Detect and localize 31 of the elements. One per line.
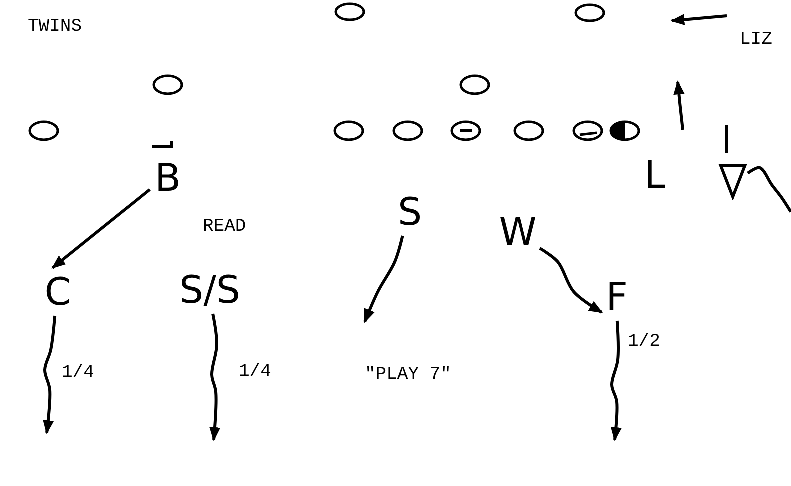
player-letter-text: F <box>606 278 628 316</box>
note-label: READ <box>203 218 246 238</box>
note-label: TWINS <box>28 18 82 38</box>
route-arrow <box>209 314 221 442</box>
offense-circle <box>333 120 365 142</box>
offense-circle <box>450 120 482 142</box>
route-arrow <box>364 236 404 324</box>
offense-circle <box>28 120 60 142</box>
offense-circle <box>459 74 491 96</box>
note-label: "PLAY 7" <box>365 366 452 386</box>
player-letter-text: L <box>644 156 666 194</box>
player-letter-text: W <box>499 213 537 251</box>
offense-circle <box>334 2 366 22</box>
route-arrow <box>539 247 604 314</box>
note-label: LIZ <box>740 31 772 51</box>
zone-depth-label: 1/4 <box>62 364 94 384</box>
offense-circle <box>609 120 641 142</box>
offense-circle <box>392 120 424 142</box>
route-arrow <box>610 320 622 442</box>
offense-circle <box>572 120 604 142</box>
player-letter-text: S/S <box>179 271 241 309</box>
offense-circle <box>574 3 606 23</box>
player-letter-text: S <box>398 193 422 231</box>
player-letter-text: C <box>44 273 72 311</box>
zone-depth-label: 1/4 <box>239 363 272 383</box>
offense-circle <box>152 74 184 96</box>
zone-depth-label: 1/2 <box>628 333 660 353</box>
route-arrow <box>43 316 57 434</box>
offense-circle <box>513 120 545 142</box>
route-arrow <box>52 188 151 270</box>
player-letter-text: B <box>154 159 182 197</box>
